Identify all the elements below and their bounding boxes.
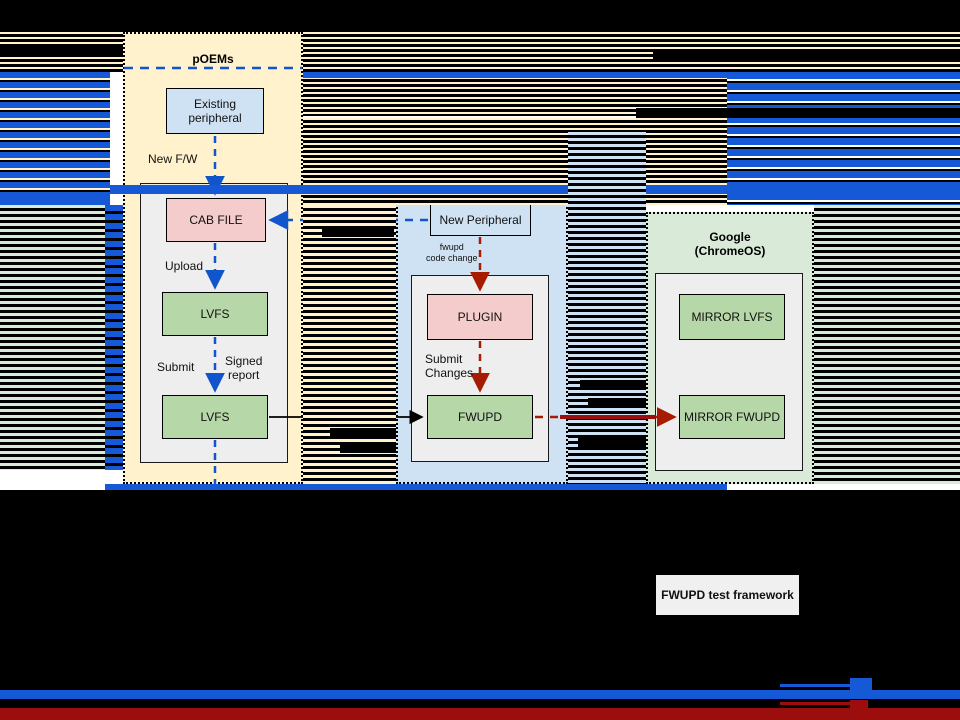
node-lvfs-report[interactable]: LVFS	[162, 395, 268, 439]
node-mirror-lvfs-label: MIRROR LVFS	[691, 310, 773, 324]
edge-label-upload: Upload	[165, 259, 204, 273]
edge-label-submit: Submit	[157, 360, 195, 374]
arrow-layer	[124, 66, 677, 484]
caption-label: FWUPD test framework	[661, 588, 794, 602]
node-lvfs-upload-label: LVFS	[200, 307, 230, 321]
node-cab-file[interactable]: CAB FILE	[166, 198, 266, 242]
node-mirror-lvfs[interactable]: MIRROR LVFS	[679, 294, 785, 340]
edge-label-signed-report: Signed report	[225, 354, 263, 382]
node-mirror-fwupd-label: MIRROR FWUPD	[684, 410, 780, 424]
caption-fwupd-test-framework: FWUPD test framework	[656, 575, 799, 615]
lane-poems-title: pOEMs	[192, 52, 234, 66]
node-mirror-fwupd[interactable]: MIRROR FWUPD	[679, 395, 785, 439]
node-lvfs-report-label: LVFS	[200, 410, 230, 424]
edge-label-submit-changes: Submit Changes	[425, 352, 474, 380]
node-existing-peripheral[interactable]: Existing peripheral	[166, 88, 264, 134]
edge-label-new-fw: New F/W	[148, 152, 198, 166]
node-plugin[interactable]: PLUGIN	[427, 294, 533, 340]
node-plugin-label: PLUGIN	[457, 310, 503, 324]
node-new-peripheral-label: New Peripheral	[439, 213, 522, 227]
node-fwupd-label: FWUPD	[458, 410, 502, 424]
node-cab-file-label: CAB FILE	[189, 213, 243, 227]
node-existing-peripheral-label: Existing peripheral	[188, 97, 242, 125]
edge-label-fwupd-code-change: fwupd code change	[426, 242, 478, 263]
diagram-canvas: pOEMs Plugin Developers/ Chipset Vendors…	[0, 0, 960, 490]
node-fwupd[interactable]: FWUPD	[427, 395, 533, 439]
lane-google-title: Google (ChromeOS)	[694, 230, 766, 258]
node-lvfs-upload[interactable]: LVFS	[162, 292, 268, 336]
node-new-peripheral[interactable]: New Peripheral	[430, 204, 531, 236]
